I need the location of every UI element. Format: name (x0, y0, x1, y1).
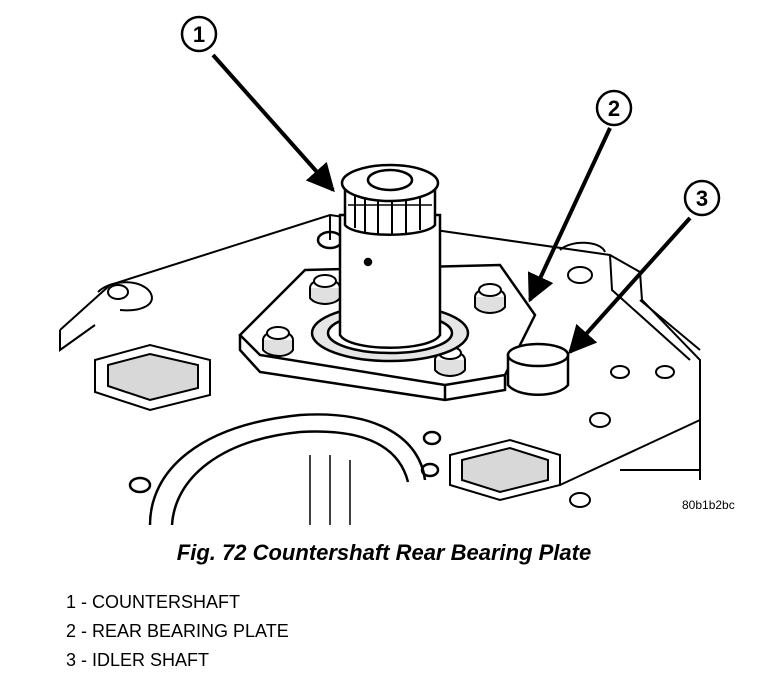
figure-code: 80b1b2bc (682, 498, 735, 512)
bolt-3 (474, 283, 506, 314)
legend-item: 3 - IDLER SHAFT (66, 650, 210, 670)
legend-item: 1 - COUNTERSHAFT (66, 592, 241, 612)
callout-3: 3 (683, 179, 721, 217)
svg-text:1: 1 (193, 22, 205, 47)
bolt-2 (309, 274, 341, 305)
callout-arrow-1 (211, 53, 335, 193)
parts-legend: 1 - COUNTERSHAFT 2 - REAR BEARING PLATE … (66, 588, 289, 675)
callout-2: 2 (595, 89, 633, 127)
bolt-4 (434, 346, 466, 377)
callout-arrows (211, 53, 692, 355)
callout-arrow-2 (527, 127, 612, 303)
case-housing (59, 213, 701, 508)
countershaft (338, 163, 442, 349)
case-bore (128, 230, 442, 526)
left-pocket (94, 343, 211, 412)
bolt-1 (262, 326, 294, 357)
legend-item: 2 - REAR BEARING PLATE (66, 621, 289, 641)
right-pocket (449, 438, 561, 502)
transmission-illustration: 1 2 3 (59, 15, 721, 526)
idler-shaft (506, 342, 570, 396)
svg-text:3: 3 (696, 186, 708, 211)
plate-bolts (262, 274, 506, 377)
svg-text:2: 2 (608, 96, 620, 121)
callout-1: 1 (180, 15, 218, 53)
callout-arrow-3 (568, 216, 692, 355)
figure-caption: Fig. 72 Countershaft Rear Bearing Plate (176, 540, 592, 565)
